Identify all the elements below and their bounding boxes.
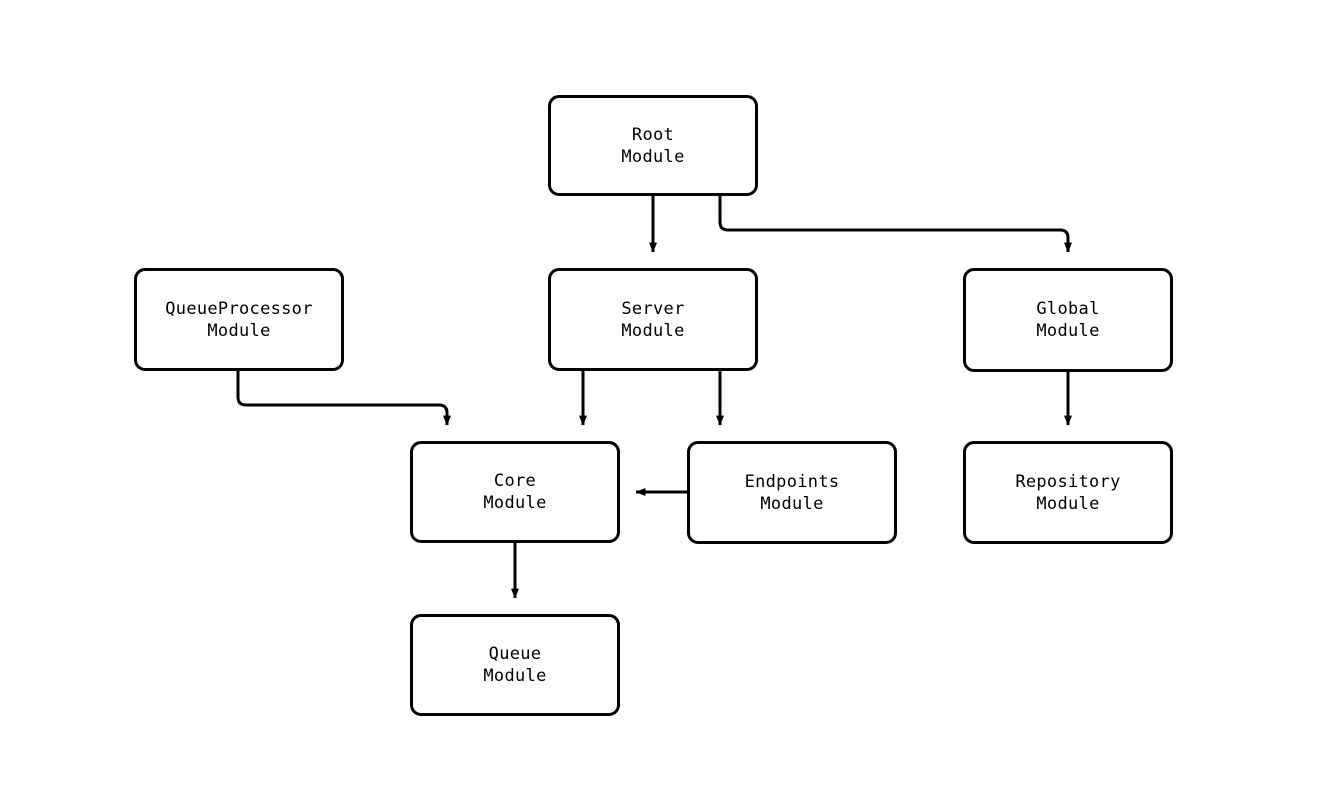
node-repository-name: Repository bbox=[1015, 471, 1121, 492]
node-global-suffix: Module bbox=[1036, 321, 1100, 341]
node-root-suffix: Module bbox=[621, 146, 685, 167]
node-core-name: Core bbox=[493, 471, 537, 491]
node-root-name: Root bbox=[631, 124, 675, 145]
node-queue-suffix: Module bbox=[483, 666, 547, 686]
node-core-suffix: Module bbox=[483, 493, 547, 513]
node-server-suffix: Module bbox=[621, 320, 685, 341]
edge-queueprocessor-to-core bbox=[236, 371, 451, 426]
node-server-name: Server bbox=[621, 298, 685, 319]
node-queueprocessor-suffix: Module bbox=[207, 320, 271, 341]
node-queueprocessor-name: QueueProcessor bbox=[165, 298, 313, 319]
node-repository-suffix: Module bbox=[1036, 493, 1100, 514]
node-endpoints-name: Endpoints bbox=[744, 471, 840, 492]
node-endpoints-suffix: Module bbox=[760, 493, 824, 514]
node-global-name: Global bbox=[1036, 299, 1100, 319]
edge-root-to-global bbox=[718, 196, 1072, 253]
node-queue-name: Queue bbox=[488, 644, 542, 664]
edges-group bbox=[236, 196, 1072, 599]
